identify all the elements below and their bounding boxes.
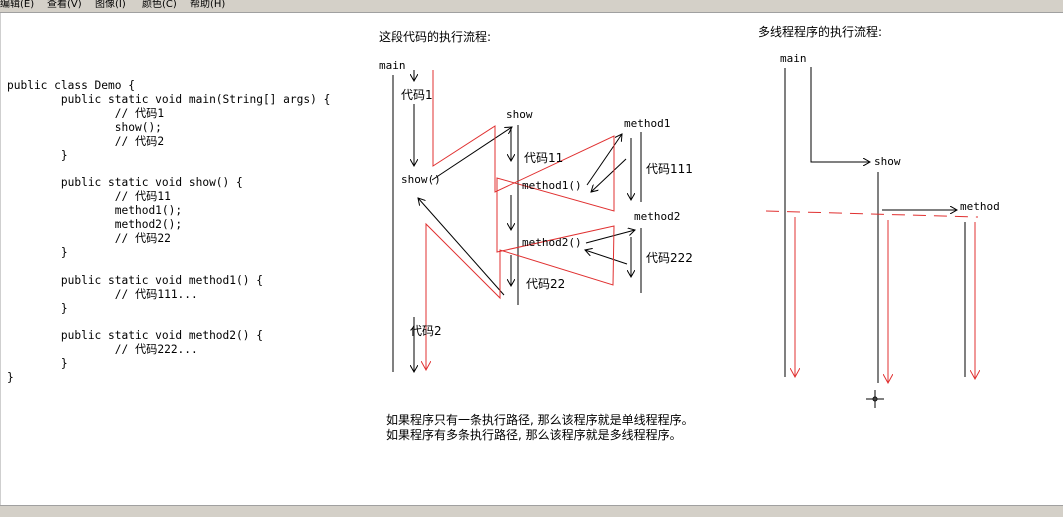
label-method1-call: method1(): [522, 179, 582, 192]
menu-colors[interactable]: 颜色(C): [142, 0, 177, 10]
drawing-canvas[interactable]: [0, 13, 1063, 505]
menu-view[interactable]: 查看(V): [47, 0, 82, 10]
multi-thread-diagram: [765, 67, 979, 408]
red-execution-path: [425, 70, 615, 368]
label-code222: 代码222: [646, 251, 693, 265]
menu-help[interactable]: 帮助(H): [190, 0, 226, 10]
label-method2-call: method2(): [522, 236, 582, 249]
menu-image[interactable]: 图像(I): [95, 0, 126, 10]
label-show-call: show(): [401, 173, 441, 186]
label-main: main: [379, 59, 406, 72]
label-code11: 代码11: [524, 151, 564, 165]
note-multi-thread: 如果程序有多条执行路径, 那么该程序就是多线程程序。: [386, 428, 682, 442]
label-mt-main: main: [780, 52, 807, 65]
label-mt-method: method: [960, 200, 1000, 213]
canvas-left-border: [0, 13, 1, 505]
menu-edit[interactable]: 编辑(E): [0, 0, 35, 10]
label-code111: 代码111: [646, 162, 693, 176]
java-source-code: public class Demo { public static void m…: [7, 79, 331, 385]
black-flow-arrows: [414, 70, 635, 372]
multi-flow-title: 多线程程序的执行流程:: [758, 25, 883, 39]
status-bar: [0, 505, 1063, 517]
label-method2: method2: [634, 210, 681, 223]
show-branch-arrow: [810, 67, 870, 162]
red-dashed-divider: [765, 210, 979, 218]
single-thread-diagram: [392, 70, 642, 372]
label-show: show: [506, 108, 533, 121]
menu-bar: 编辑(E) 查看(V) 图像(I) 颜色(C) 帮助(H): [0, 0, 1063, 13]
label-mt-show: show: [874, 155, 901, 168]
label-code2: 代码2: [410, 324, 442, 338]
label-code22: 代码22: [526, 277, 566, 291]
label-code1: 代码1: [401, 88, 433, 102]
crosshair-cursor: [866, 390, 884, 408]
note-single-thread: 如果程序只有一条执行路径, 那么该程序就是单线程程序。: [386, 413, 694, 427]
label-method1: method1: [624, 117, 671, 130]
single-flow-title: 这段代码的执行流程:: [379, 30, 492, 44]
